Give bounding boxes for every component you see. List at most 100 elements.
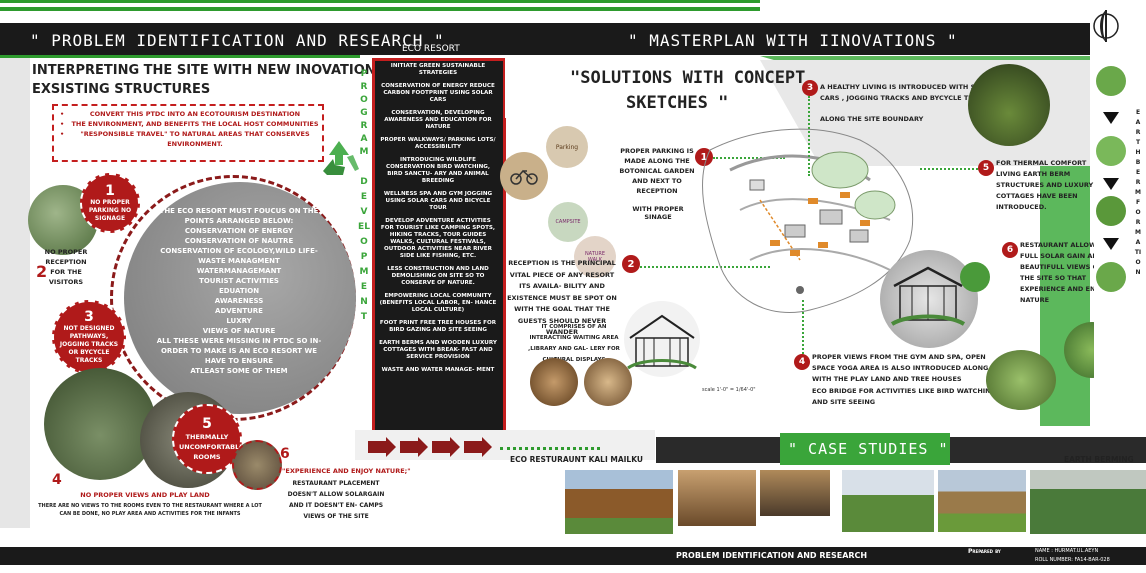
berm-step-1: [1096, 66, 1126, 96]
solution-1-number: 1: [700, 151, 708, 163]
solution-3-connector: [808, 96, 810, 176]
program-title: ECO RESORT: [402, 44, 460, 54]
problem-1-number: 1: [105, 183, 115, 199]
program-item: EARTH BERMS AND WOODEN LUXURY COTTAGES W…: [379, 340, 497, 360]
problem-1-ball: 1 NO PROPER PARKING NO SIGNAGE: [80, 173, 140, 233]
waiting-area-photo: [530, 358, 578, 406]
case-study-left-label: ECO RESTURAUNT KALI MAILKU: [510, 455, 643, 464]
problem-3-text: NOT DESIGNED PATHWAYS, JOGGING TRACKS OR…: [59, 325, 119, 364]
solution-2-text-2: IT COMPRISES OF AN INTERACTING WAITING A…: [528, 324, 620, 363]
case-photo-2: [678, 470, 756, 526]
site-photo-restaurant: [232, 440, 282, 490]
program-list: INITIATE GREEN SUSTAINABLE STRATEGIES CO…: [378, 63, 498, 380]
scale-note: scale 1'-0" = 1/64'-0": [702, 387, 756, 393]
solution-4-text: PROPER VIEWS FROM THE GYM AND SPA, OPEN …: [812, 353, 989, 383]
compass-logo-icon: [1093, 10, 1119, 42]
problem-6-text: RESTAURANT PLACEMENT DOESN'T ALLOW SOLAR…: [287, 480, 385, 520]
focus-line: THE ECO RESORT MUST FOUCUS ON THE: [159, 207, 319, 215]
solution-4-ball: 4: [794, 354, 810, 370]
solution-1-text-2: WITH PROPER SINAGE: [632, 205, 684, 221]
footer-center-title: PROBLEM IDENTIFICATION AND RESEARCH: [676, 551, 868, 560]
dotted-arrow-line: [500, 447, 600, 450]
recycle-icon: [323, 141, 359, 175]
problem-1-text: NO PROPER PARKING NO SIGNAGE: [88, 199, 132, 222]
solution-2-text: RECEPTION IS THE PRINCIPAL VITAL PIECE O…: [507, 259, 617, 336]
solution-6-text: RESTAURANT ALLOWS FULL SOLAR GAIN AND BE…: [1020, 241, 1108, 304]
problem-3-number: 3: [84, 309, 94, 325]
site-photo-views: [44, 368, 156, 480]
focus-circle-text: THE ECO RESORT MUST FOUCUS ON THE POINTS…: [128, 206, 350, 376]
focus-line: ORDER TO MAKE IS AN ECO RESORT WE: [160, 347, 317, 355]
solution-6-ball: 6: [1002, 242, 1018, 258]
program-item: INITIATE GREEN SUSTAINABLE STRATEGIES: [390, 63, 486, 76]
solution-5-ball: 5: [978, 160, 994, 176]
problem-4-number: 4: [52, 472, 62, 488]
focus-line: LUXRY: [226, 317, 252, 325]
focus-line: CONSERVATION OF ECOLOGY,WILD LIFE-: [160, 247, 318, 255]
bicycle-icon: [510, 169, 538, 185]
case-photo-6: [1030, 470, 1146, 534]
solution-5-text: FOR THERMAL COMFORT LIVING EARTH BERM ST…: [996, 159, 1094, 211]
focus-circle: [124, 182, 356, 414]
solution-2-ball: 2: [622, 255, 640, 273]
focus-line: ALL THESE WERE MISSING IN PTDC SO IN-: [156, 337, 322, 345]
bullet-text: THE ENVIRONMENT, AND BENEFITS THE LOCAL …: [71, 120, 319, 128]
program-vertical-word-2: DEVELOPMENT: [358, 177, 370, 322]
focus-line: VIEWS OF NATURE: [202, 327, 276, 335]
top-green-line: [0, 0, 760, 3]
arrow-down-icon: [1103, 178, 1119, 190]
eco-bridge-photo: [986, 350, 1056, 410]
solution-4-number: 4: [798, 357, 806, 367]
solutions-title-1: "SOLUTIONS WITH CONCEPT: [570, 68, 806, 88]
restaurant-sketch-photo: [880, 250, 978, 348]
header-bar: [0, 23, 1146, 55]
program-item: WELLNESS SPA AND GYM JOGGING USING SOLAR…: [383, 191, 493, 211]
focus-line: ADVENTURE: [215, 307, 263, 315]
masterplan-drawing: [701, 128, 914, 314]
focus-line: ATLEAST SOME OF THEM: [190, 367, 288, 375]
program-item: LESS CONSTRUCTION AND LAND DEMOLISHING O…: [387, 266, 489, 286]
parking-sign-label: Parking: [555, 143, 579, 151]
solution-4-connector: [802, 300, 804, 354]
solution-1-connector: [713, 157, 785, 159]
solution-3-text-2: ALONG THE SITE BOUNDARY: [820, 115, 924, 123]
right-section-title: " MASTERPLAN WITH IINOVATIONS ": [628, 31, 958, 50]
left-section-title: " PROBLEM IDENTIFICATION AND RESEARCH ": [30, 31, 445, 50]
program-item: PROPER WALKWAYS/ PARKING LOTS/ ACCESSIBI…: [380, 137, 496, 150]
focus-line: TOURIST ACTIVITIES: [199, 277, 279, 285]
arrow-down-icon: [1103, 238, 1119, 250]
problem-5-text: THERMALLY UNCOMFORTABLE ROOMS: [179, 433, 244, 461]
footer-name: NAME : HURMAT.UL.AEYN: [1035, 548, 1099, 554]
program-box: [372, 58, 506, 436]
left-subtitle-2: EXSISTING STRUCTURES: [32, 82, 211, 97]
restaurant-sketch: [890, 266, 966, 326]
tree-sketch-photo: [960, 262, 990, 292]
program-item: FOOT PRINT FREE TREE HOUSES FOR BIRD GAZ…: [379, 320, 497, 333]
case-photo-1: [565, 470, 673, 534]
problem-2-number: 2: [36, 262, 48, 281]
case-studies-title: " CASE STUDIES ": [788, 440, 949, 458]
solution-3-number: 3: [806, 83, 814, 93]
berm-step-3: [1096, 196, 1126, 226]
case-photo-5: [938, 470, 1026, 532]
focus-line: CONSERVATION OF NAUTRE: [184, 237, 294, 245]
solution-3-ball: 3: [802, 80, 818, 96]
focus-line: POINTS ARRANGED BELOW:: [184, 217, 294, 225]
earth-berm-sketch-photo: [968, 64, 1050, 146]
focus-line: AWARENESS: [214, 297, 264, 305]
footer-bar: [0, 547, 1146, 565]
bullet-dot: •: [60, 120, 65, 128]
arrow-down-icon: [1103, 112, 1119, 124]
focus-line: WATERMANAGEMANT: [196, 267, 282, 275]
program-item: CONSERVATION, DEVELOPING AWARENESS AND E…: [384, 110, 492, 130]
top-green-line-2: [0, 7, 760, 11]
campsite-sign-label: CAMPSITE: [555, 219, 581, 225]
bullet-text: "RESPONSIBLE TRAVEL" TO NATURAL AREAS TH…: [80, 130, 310, 148]
berm-step-2: [1096, 136, 1126, 166]
campsite-sign-photo: CAMPSITE: [548, 202, 588, 242]
case-studies-title-bg: [780, 433, 950, 465]
program-item: WASTE AND WATER MANAGE- MENT: [381, 367, 495, 373]
problem-6-title: "EXPERIENCE AND ENJOY NATURE;": [282, 467, 411, 475]
problem-2-text: NO PROPER RECEPTION FOR THE VISITORS: [44, 248, 88, 286]
nature-walk-sign-photo: NATURE WALK: [574, 236, 616, 278]
